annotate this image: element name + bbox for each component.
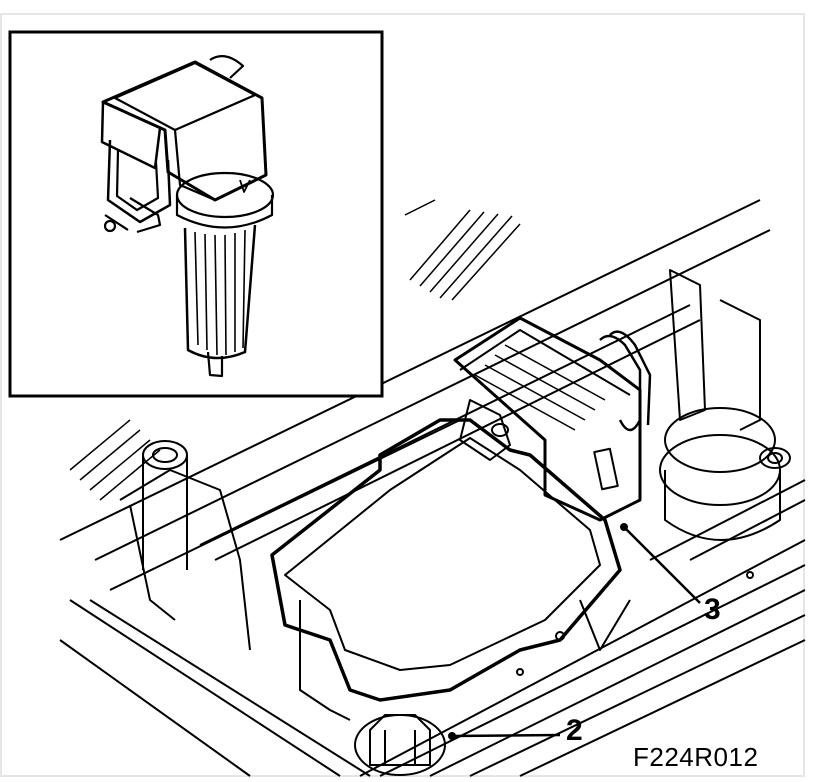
hatch-left [69, 419, 161, 501]
engine-cover-drawing [59, 199, 806, 777]
hatch-top [404, 199, 521, 301]
figure-code: F224R012 [633, 742, 759, 772]
inset-coil-view [8, 30, 384, 398]
callout-label-3: 3 [704, 593, 721, 626]
bolt-illustration [354, 714, 446, 776]
outer-border [0, 13, 805, 777]
ignition-coil-illustration [100, 55, 275, 378]
inset-frame [8, 30, 384, 398]
callout-label-2: 2 [566, 714, 583, 747]
